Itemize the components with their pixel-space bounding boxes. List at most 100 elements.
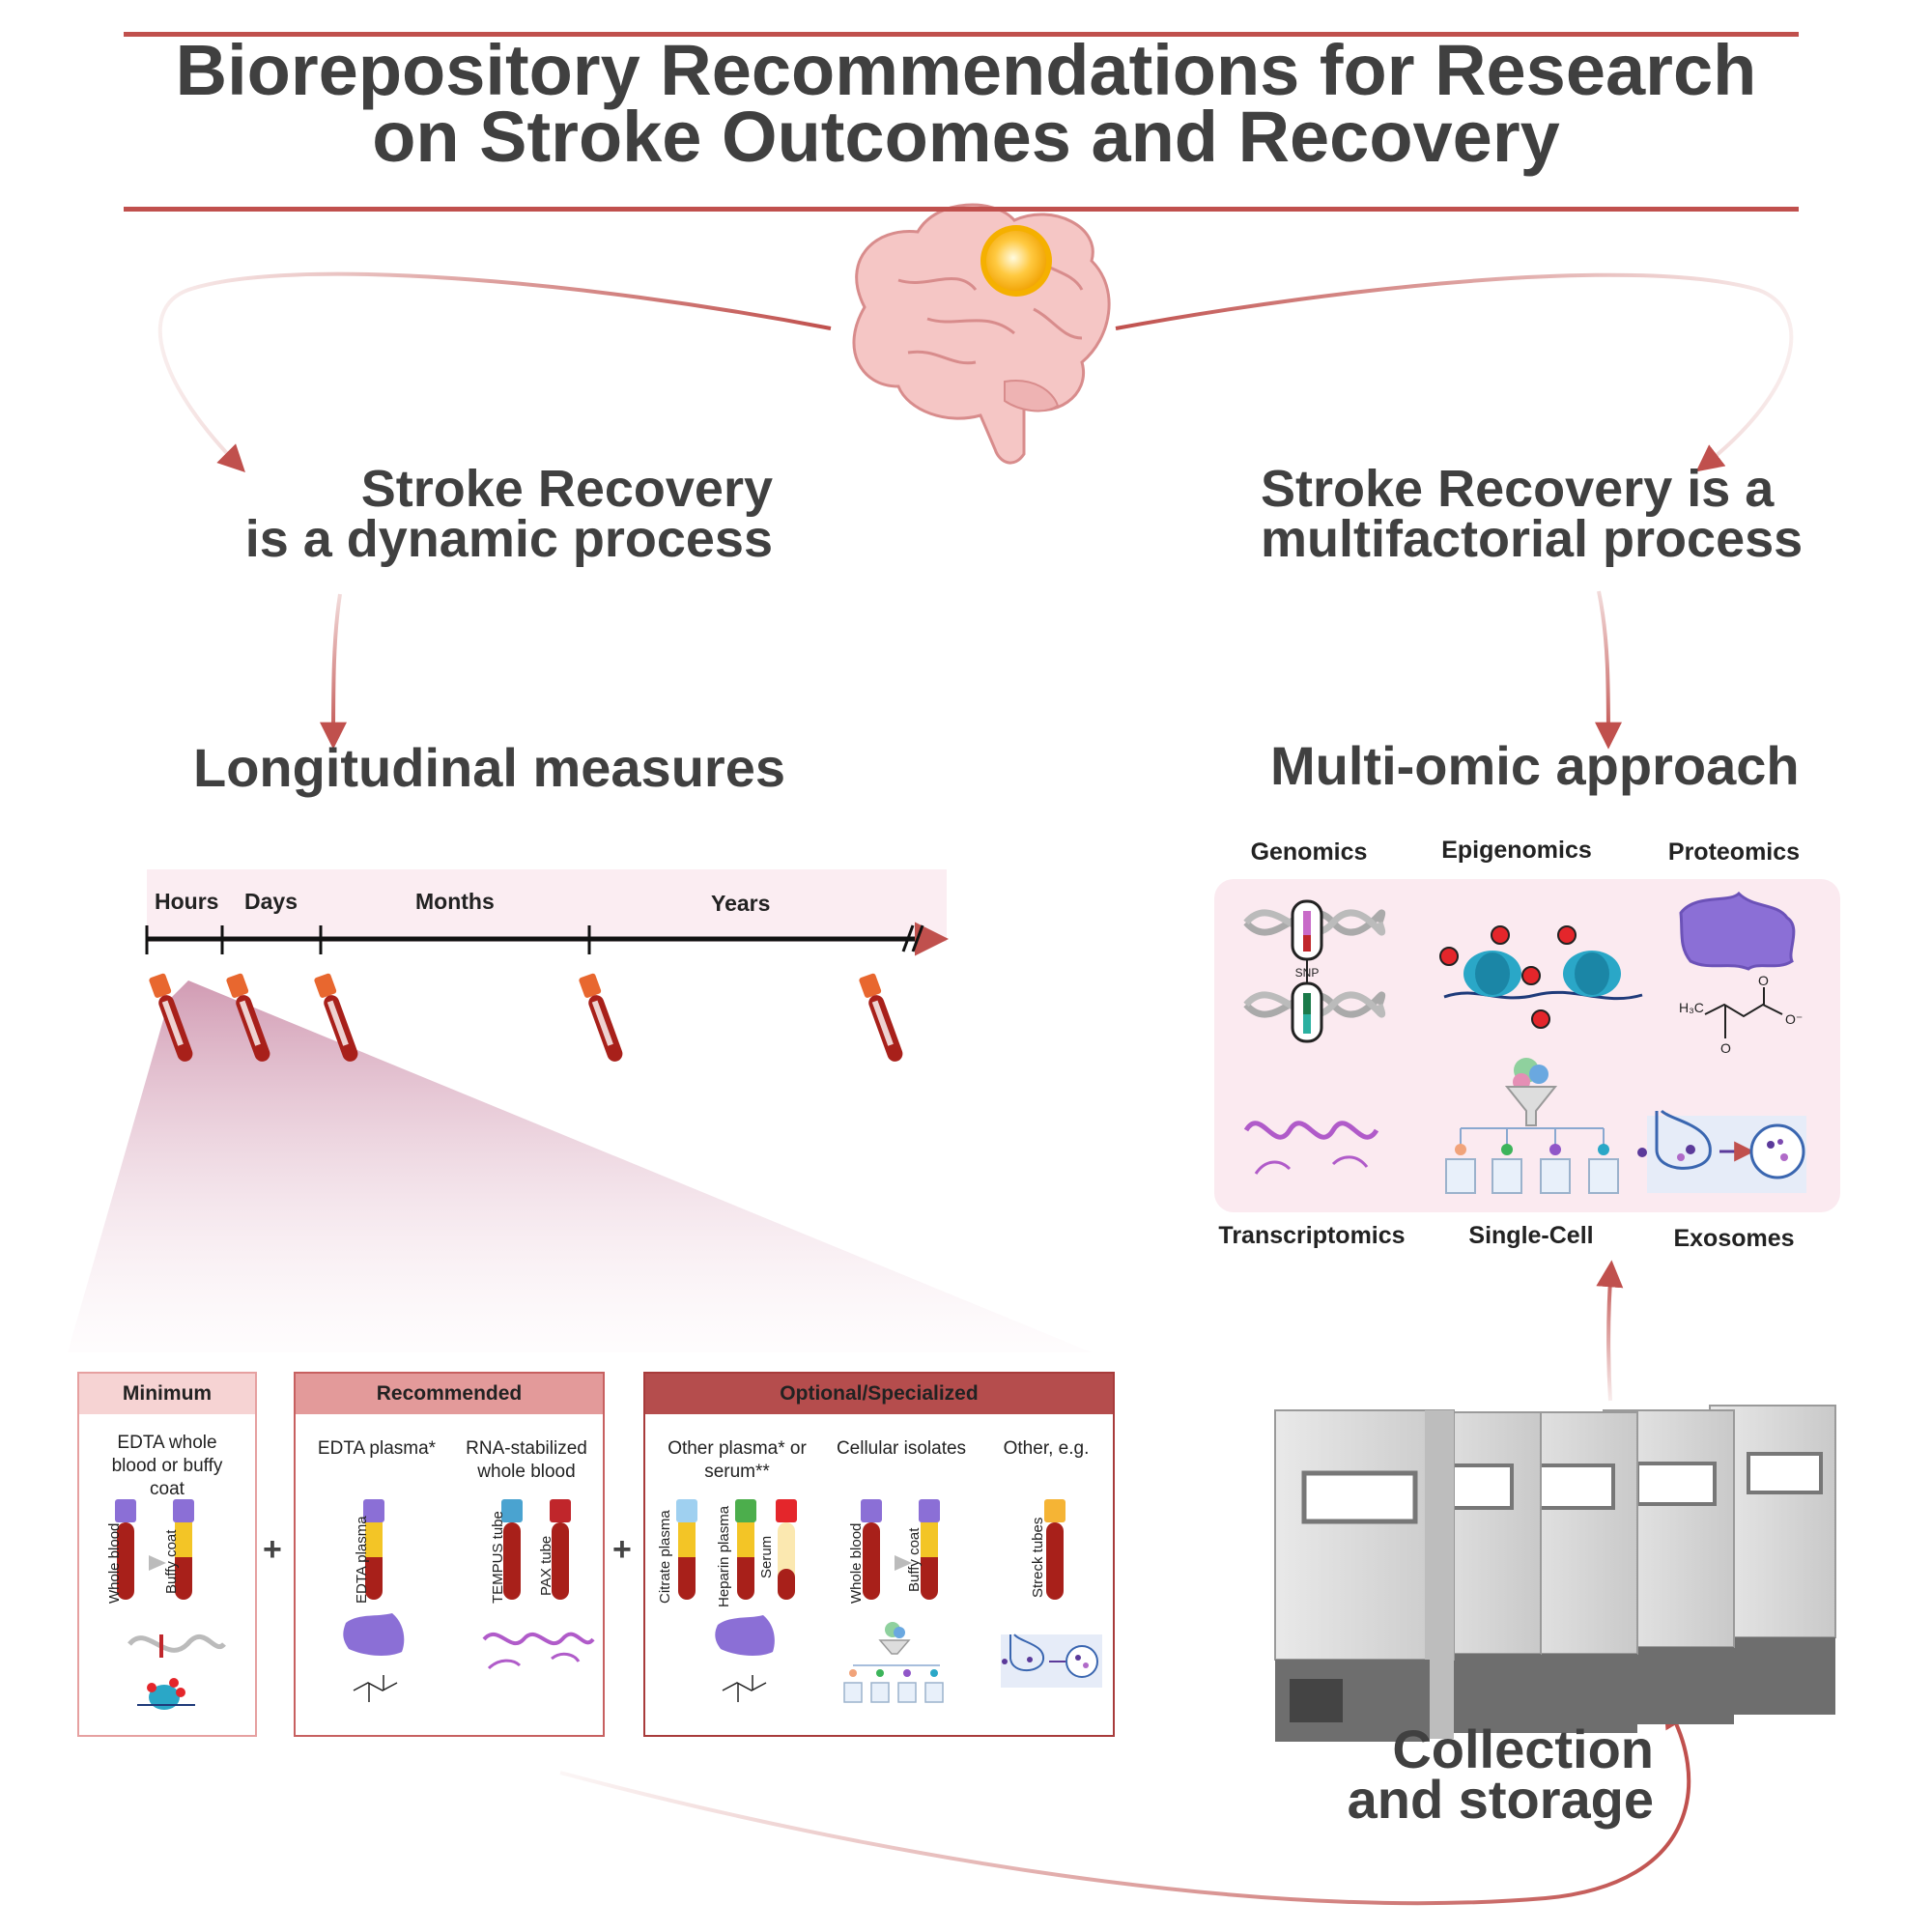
plus-sign: + (263, 1531, 282, 1568)
purple-tube-icon (363, 1499, 384, 1600)
tube-label: Heparin plasma (716, 1505, 732, 1607)
exosome-icon (1001, 1634, 1102, 1688)
purple-tube-icon (173, 1499, 194, 1600)
blood-tube-icon (226, 973, 270, 1062)
page-title: Biorepository Recommendations for Resear… (0, 30, 1932, 177)
heading-line: Stroke Recovery (360, 460, 773, 518)
tube-label: TEMPUS tube (490, 1511, 506, 1604)
minimum-icons (115, 1499, 226, 1710)
tempus-tube-icon (501, 1499, 523, 1600)
recommended-icons (343, 1499, 595, 1702)
recommended-box: Recommended EDTA plasma* RNA-stabilized … (294, 1372, 605, 1737)
oxygen-label: O (1720, 1040, 1731, 1056)
recommended-caption-1: EDTA plasma* (317, 1438, 437, 1459)
title-line-2: on Stroke Outcomes and Recovery (372, 97, 1560, 177)
arrow-to-dynamic (157, 271, 832, 472)
timeline-band (147, 869, 947, 942)
minimum-box-header: Minimum (79, 1374, 255, 1414)
single-cell-icon (1445, 1058, 1619, 1194)
purple-tube-icon (115, 1499, 136, 1600)
dna-snp-icon (1243, 899, 1386, 1043)
brain-icon (852, 203, 1111, 465)
timeline-ticks (145, 924, 924, 954)
protein-icon (715, 1615, 775, 1656)
single-cell-icon (843, 1622, 944, 1703)
tube-label: Buffy coat (163, 1529, 180, 1594)
optional-caption-1: Other plasma* or serum** (655, 1437, 819, 1484)
arrow-to-multiomic (1594, 590, 1622, 750)
heparin-tube-icon (735, 1499, 756, 1600)
timeline-tubes (149, 973, 903, 1062)
plus-sign: + (612, 1531, 632, 1568)
pax-tube-icon (550, 1499, 571, 1600)
heading-line: Stroke Recovery is a (1261, 460, 1775, 518)
freezers-icon (1274, 1405, 1836, 1742)
heading-line: Collection (1392, 1719, 1654, 1779)
h3c-label: H₃C (1679, 1000, 1704, 1015)
caption-line: serum** (704, 1462, 770, 1482)
blood-tube-icon (149, 973, 193, 1062)
timeline-label-hours: Hours (155, 889, 219, 914)
arrow-to-storage (559, 1700, 1691, 1906)
acetate-molecule-icon (353, 1675, 398, 1702)
nucleosome-icon (149, 1685, 180, 1710)
caption-line: whole blood (477, 1462, 576, 1482)
protein-icon (343, 1613, 405, 1656)
citrate-tube-icon (676, 1499, 697, 1600)
collection-storage-heading: Collection and storage (1256, 1719, 1654, 1830)
omics-label-genomics: Genomics (1250, 838, 1368, 866)
optional-box-header: Optional/Specialized (645, 1374, 1113, 1414)
exosome-icon (1637, 1109, 1806, 1193)
arrow-to-multifactorial (1115, 272, 1794, 472)
caption-line: RNA-stabilized (466, 1438, 587, 1459)
recommended-caption-2: RNA-stabilized whole blood (454, 1437, 599, 1484)
timeline-label-months: Months (415, 889, 495, 914)
omics-label-single-cell: Single-Cell (1468, 1222, 1594, 1249)
ominus-label: O⁻ (1785, 1011, 1803, 1027)
optional-caption-2: Cellular isolates (836, 1438, 967, 1459)
omics-label-epigenomics: Epigenomics (1441, 837, 1592, 864)
arrow-to-longitudinal (320, 593, 348, 750)
blood-tube-icon (314, 973, 358, 1062)
oxygen-label: O (1758, 973, 1769, 988)
omics-label-proteomics: Proteomics (1667, 838, 1801, 866)
omics-label-exosomes: Exosomes (1673, 1225, 1795, 1252)
protein-icon (1679, 891, 1796, 971)
omics-label-transcriptomics: Transcriptomics (1218, 1222, 1406, 1249)
heading-line: and storage (1347, 1769, 1654, 1830)
tube-label: Whole blood (106, 1522, 123, 1604)
acetate-molecule-icon (722, 1675, 767, 1702)
stroke-lesion-icon (980, 225, 1052, 297)
tube-label: Whole blood (848, 1522, 865, 1604)
arrow-icon (895, 1555, 912, 1571)
caption-line: coat (150, 1479, 185, 1499)
rna-icon (482, 1632, 595, 1646)
multifactorial-process-heading: Stroke Recovery is a multifactorial proc… (1261, 460, 1879, 568)
arrow-to-omics (1596, 1260, 1624, 1402)
blood-tube-icon (859, 973, 903, 1062)
rna-icon (1243, 1121, 1379, 1175)
multiomic-approach-heading: Multi-omic approach (1270, 735, 1800, 796)
acetate-molecule-icon (1704, 987, 1783, 1038)
title-bottom-rule (124, 207, 1799, 212)
tube-label: Streck tubes (1030, 1517, 1046, 1598)
optional-icons (676, 1499, 1102, 1703)
streck-tube-icon (1044, 1499, 1065, 1600)
caption-line: blood or buffy (111, 1456, 223, 1476)
heading-line: multifactorial process (1261, 510, 1804, 568)
title-line-1: Biorepository Recommendations for Resear… (175, 30, 1757, 110)
tube-label: Serum (758, 1535, 775, 1578)
minimum-caption: EDTA whole blood or buffy coat (79, 1432, 255, 1501)
nucleosome-icon (1439, 925, 1643, 1029)
blood-tube-icon (579, 973, 623, 1062)
tube-label: Buffy coat (906, 1527, 923, 1592)
minimum-box: Minimum EDTA whole blood or buffy coat W… (77, 1372, 257, 1737)
zoom-wedge (68, 980, 1092, 1352)
timeline-label-days: Days (244, 889, 298, 914)
tube-label: EDTA plasma (354, 1516, 370, 1604)
arrow-icon (149, 1555, 166, 1571)
tube-label: Citrate plasma (657, 1510, 673, 1604)
dynamic-process-heading: Stroke Recovery is a dynamic process (232, 460, 773, 565)
timeline-label-years: Years (711, 891, 771, 916)
